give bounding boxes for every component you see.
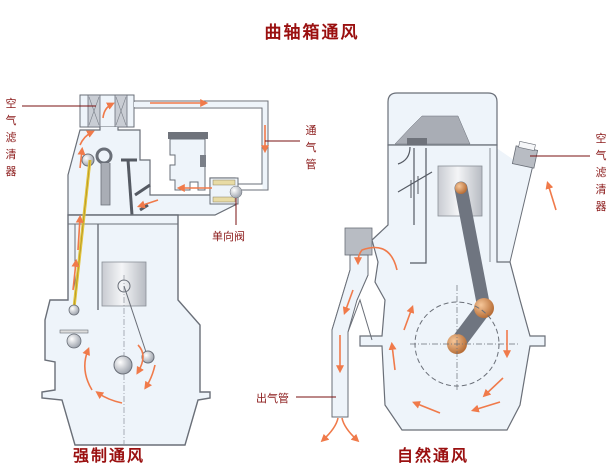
check-valve-ball (229, 185, 243, 199)
engine-block (41, 214, 211, 446)
diagram-title: 曲轴箱通风 (264, 23, 360, 43)
outlet-pipe-cap (344, 227, 373, 256)
airflow-arrows-right (320, 180, 557, 443)
airflow-arrows-left (71, 99, 269, 404)
air-filter-label-left: 空气滤清器 (5, 97, 17, 178)
check-valve-label: 单向阀 (212, 230, 245, 243)
forced-ventilation-engine (22, 94, 300, 446)
natural-ventilation-caption: 自然通风 (397, 446, 470, 465)
forced-ventilation-caption: 强制通风 (73, 446, 146, 465)
connecting-rod-right (454, 181, 491, 315)
crankcase-right (359, 144, 546, 431)
vent-pipe-label: 通气管 (305, 124, 317, 171)
outlet-pipe-label: 出气管 (256, 392, 289, 405)
natural-ventilation-engine (296, 92, 590, 443)
air-filter-label-right: 空气滤清器 (595, 132, 607, 213)
crankshaft-left (113, 355, 133, 375)
